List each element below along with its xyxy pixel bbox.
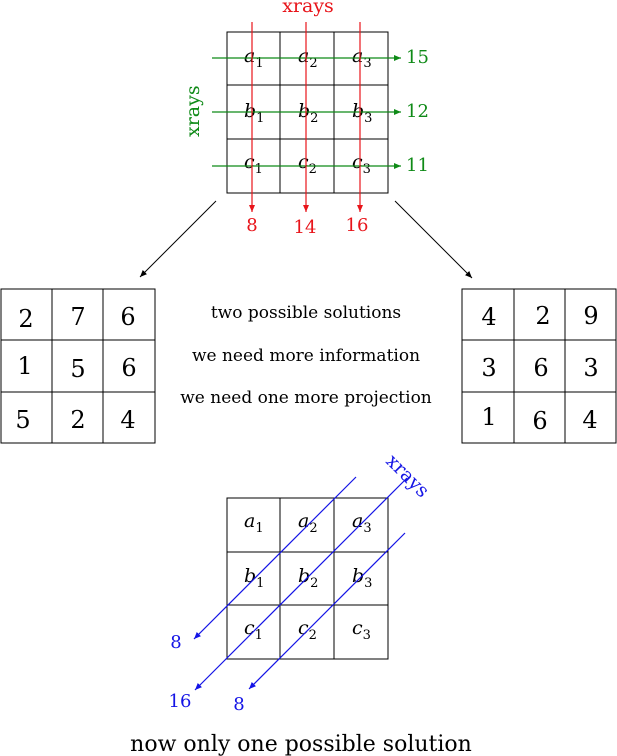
bottom-cell-a3: a3: [352, 510, 372, 536]
left-solution-grid: 2 7 6 1 5 6 5 2 4: [0, 288, 156, 444]
row-sum-2: 12: [406, 101, 429, 122]
bottom-grid: a1 a2 a3 b1 b2 b3 c1 c2 c3: [226, 497, 389, 660]
right-cell: 4: [582, 406, 597, 434]
bottom-cell-b2: b2: [298, 565, 318, 591]
left-cell: 2: [70, 406, 85, 434]
xrays-label-left: xrays: [182, 85, 204, 137]
arrow-to-left-solution: [139, 200, 217, 278]
top-cell-c2: c2: [298, 151, 317, 177]
top-cell-b1: b1: [244, 100, 264, 126]
top-cell-a3: a3: [352, 45, 372, 71]
right-cell: 6: [532, 407, 547, 435]
top-cell-c1: c1: [244, 151, 263, 177]
bottom-cell-b1: b1: [244, 565, 264, 591]
left-cell: 1: [17, 352, 32, 380]
diag-sum-1: 8: [170, 632, 181, 653]
top-cell-b2: b2: [298, 100, 318, 126]
xray-diag-1: [193, 476, 357, 640]
top-cell-c3: c3: [352, 151, 371, 177]
left-cell: 6: [121, 354, 136, 382]
left-cell: 2: [18, 305, 33, 333]
top-cell-b3: b3: [352, 100, 372, 126]
caption: now only one possible solution: [130, 732, 472, 756]
right-cell: 3: [583, 354, 598, 382]
diag-sum-2: 16: [169, 691, 192, 712]
xrays-label-bottom: xrays: [381, 450, 433, 502]
xray-diag-2: [194, 477, 408, 691]
left-cell: 6: [120, 303, 135, 331]
row-sum-1: 15: [406, 47, 429, 68]
right-solution-grid: 4 2 9 3 6 3 1 6 4: [461, 288, 617, 444]
vertical-xrays: xrays 8 14 16: [246, 0, 368, 238]
notes: two possible solutions we need more info…: [180, 303, 432, 408]
top-grid: a1 a2 a3 b1 b2 b3 c1 c2 c3: [226, 31, 389, 194]
right-cell: 1: [481, 403, 496, 431]
xray-diag-3: [248, 532, 406, 690]
bottom-cell-c2: c2: [298, 617, 317, 643]
note-more-projection: we need one more projection: [180, 388, 432, 408]
bottom-cell-a1: a1: [244, 510, 264, 536]
diag-sum-3: 8: [233, 694, 244, 715]
top-cell-a2: a2: [298, 45, 318, 71]
top-cell-a1: a1: [244, 45, 264, 71]
note-more-information: we need more information: [192, 346, 420, 366]
bottom-cell-c3: c3: [352, 617, 371, 643]
left-cell: 7: [70, 303, 85, 331]
left-cell: 5: [15, 406, 30, 434]
right-cell: 2: [535, 302, 550, 330]
right-cell: 6: [533, 354, 548, 382]
left-cell: 4: [120, 406, 135, 434]
xrays-label-top: xrays: [282, 0, 334, 17]
bottom-cell-b3: b3: [352, 565, 372, 591]
col-sum-2: 14: [294, 217, 317, 238]
bottom-cell-a2: a2: [298, 510, 318, 536]
note-two-solutions: two possible solutions: [211, 303, 401, 323]
right-cell: 9: [583, 302, 598, 330]
right-cell: 4: [481, 303, 496, 331]
col-sum-3: 16: [346, 215, 369, 236]
col-sum-1: 8: [246, 215, 257, 236]
arrow-to-right-solution: [394, 200, 473, 279]
bottom-cell-c1: c1: [244, 617, 263, 643]
right-cell: 3: [481, 354, 496, 382]
horizontal-xrays: 15 12 11 xrays: [182, 47, 429, 176]
row-sum-3: 11: [406, 155, 429, 176]
left-cell: 5: [70, 355, 85, 383]
